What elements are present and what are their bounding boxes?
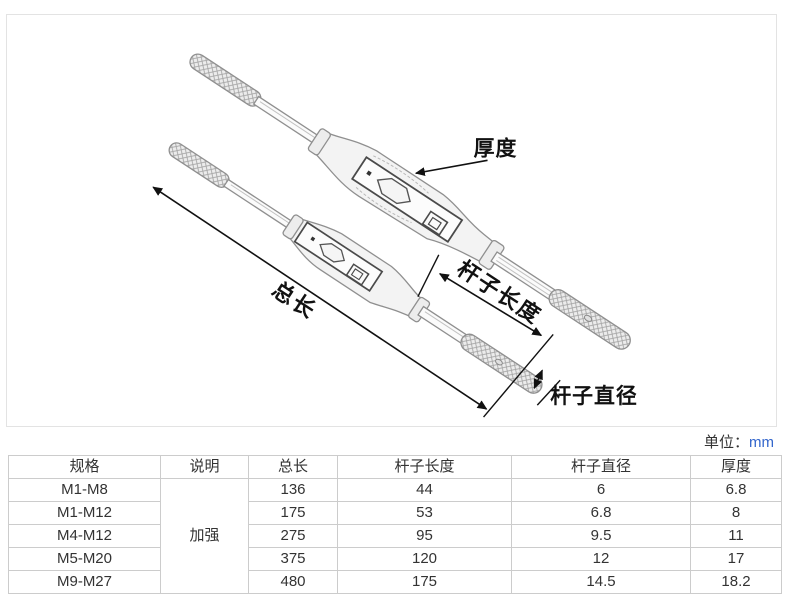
col-header-spec: 规格 <box>8 455 161 479</box>
table-row: M4-M12 275 95 9.5 11 <box>8 524 782 548</box>
col-header-total-length: 总长 <box>248 455 338 479</box>
cell-spec: M4-M12 <box>8 524 161 548</box>
cell-thickness: 18.2 <box>690 570 782 594</box>
label-thickness: 厚度 <box>474 136 518 160</box>
table-header-row: 规格 说明 总长 杆子长度 杆子直径 厚度 <box>8 455 782 479</box>
cell-thickness: 11 <box>690 524 782 548</box>
dimension-rod-diameter-arrow <box>533 369 543 390</box>
extension-line <box>536 379 561 406</box>
col-header-rod-length: 杆子长度 <box>337 455 512 479</box>
cell-rod-length: 120 <box>337 547 512 571</box>
cell-total-length: 480 <box>248 570 338 594</box>
cell-spec: M5-M20 <box>8 547 161 571</box>
cell-rod-length: 53 <box>337 501 512 525</box>
cell-rod-diameter: 6.8 <box>511 501 691 525</box>
label-total-length: 总长 <box>268 277 322 324</box>
label-rod-diameter: 杆子直径 <box>550 384 637 408</box>
unit-note: 单位：mm <box>704 431 774 455</box>
unit-note-value: mm <box>749 434 774 451</box>
knurled-grip <box>168 142 230 188</box>
cell-rod-length: 175 <box>337 570 512 594</box>
spec-table: 规格 说明 总长 杆子长度 杆子直径 厚度 M1-M8 加强 136 44 6 … <box>8 455 782 594</box>
cell-total-length: 375 <box>248 547 338 571</box>
cell-thickness: 8 <box>690 501 782 525</box>
table-row: M1-M8 加强 136 44 6 6.8 <box>8 478 782 594</box>
diagram-box: 厚度 总长 杆子长度 杆子直径 <box>6 14 777 427</box>
cell-rod-diameter: 9.5 <box>511 524 691 548</box>
unit-note-prefix: 单位： <box>703 434 749 451</box>
cell-thickness: 6.8 <box>690 478 782 502</box>
table-row: M1-M12 175 53 6.8 8 <box>8 501 782 525</box>
cell-thickness: 17 <box>690 547 782 571</box>
cell-total-length: 136 <box>248 478 338 502</box>
extension-line <box>417 254 440 297</box>
cell-rod-diameter: 6 <box>511 478 691 502</box>
col-header-rod-diameter: 杆子直径 <box>511 455 691 479</box>
table-row: M9-M27 480 175 14.5 18.2 <box>8 570 782 594</box>
cell-rod-length: 95 <box>337 524 512 548</box>
cell-rod-length: 44 <box>337 478 512 502</box>
cell-spec: M1-M8 <box>8 478 161 502</box>
cell-note-merged: 加强 <box>160 478 249 594</box>
thickness-leader-arrow <box>414 159 488 177</box>
col-header-thickness: 厚度 <box>690 455 782 479</box>
tap-wrench-diagram: 厚度 总长 杆子长度 杆子直径 <box>152 53 637 418</box>
cell-spec: M1-M12 <box>8 501 161 525</box>
cell-rod-diameter: 14.5 <box>511 570 691 594</box>
extension-line <box>483 333 554 418</box>
cell-total-length: 275 <box>248 524 338 548</box>
knurled-grip <box>189 53 262 107</box>
cell-total-length: 175 <box>248 501 338 525</box>
col-header-note: 说明 <box>160 455 249 479</box>
dimension-rod-length-line <box>438 273 543 337</box>
cell-rod-diameter: 12 <box>511 547 691 571</box>
table-row: M5-M20 375 120 12 17 <box>8 547 782 571</box>
dimension-total-length-line <box>152 186 488 410</box>
cell-spec: M9-M27 <box>8 570 161 594</box>
